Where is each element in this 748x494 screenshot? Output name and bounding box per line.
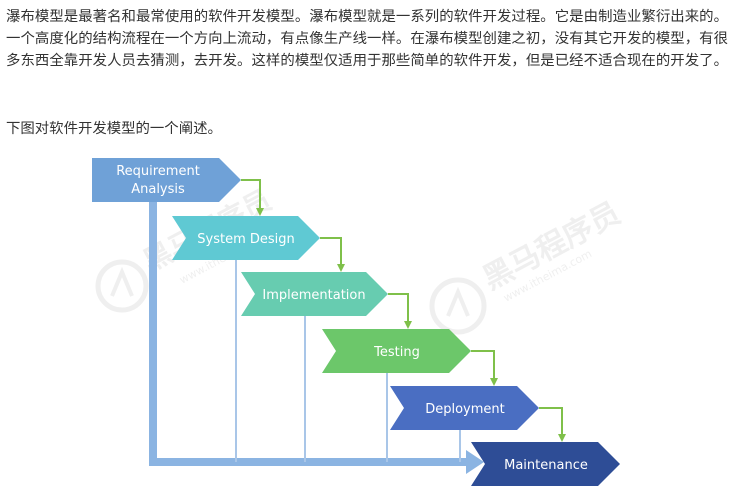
stage-deployment: Deployment	[390, 386, 539, 430]
connector-5	[539, 407, 566, 442]
stage-testing: Testing	[322, 329, 471, 373]
stage-shape	[471, 442, 620, 486]
stage-label: System Design	[197, 232, 295, 247]
main-flow-arrow	[149, 200, 484, 474]
stage-implementation: Implementation	[241, 272, 388, 316]
stage-requirement-analysis: Requirement Analysis	[92, 158, 241, 202]
watermark-brand-right: 黑马程序员	[477, 196, 626, 297]
stage-label: Deployment	[425, 402, 505, 417]
stage-label: Implementation	[262, 288, 365, 303]
connector-3	[388, 293, 412, 329]
stage-shape	[322, 329, 471, 373]
stage-label: Requirement	[116, 164, 200, 179]
stage-label: Maintenance	[504, 458, 588, 473]
intro-paragraph: 瀑布模型是最著名和最常使用的软件开发模型。瀑布模型就是一系列的软件开发过程。它是…	[6, 9, 729, 70]
connector-1	[241, 179, 264, 216]
stage-shape	[241, 272, 388, 316]
stage-system-design: System Design	[172, 216, 320, 260]
stage-shape	[92, 158, 241, 202]
connector-2	[320, 237, 345, 272]
watermark-right: 黑马程序员 www.itheima.com	[429, 196, 626, 335]
stage-maintenance: Maintenance	[471, 442, 620, 486]
stage-shape	[172, 216, 320, 260]
connector-4	[471, 350, 498, 386]
stage-label-line2: Analysis	[131, 182, 185, 197]
stage-label: Testing	[373, 345, 420, 360]
stage-connectors	[241, 179, 566, 442]
stage-drop-lines	[235, 259, 461, 462]
stage-shape	[390, 386, 539, 430]
figure-caption: 下图对软件开发模型的一个阐述。	[6, 121, 222, 137]
